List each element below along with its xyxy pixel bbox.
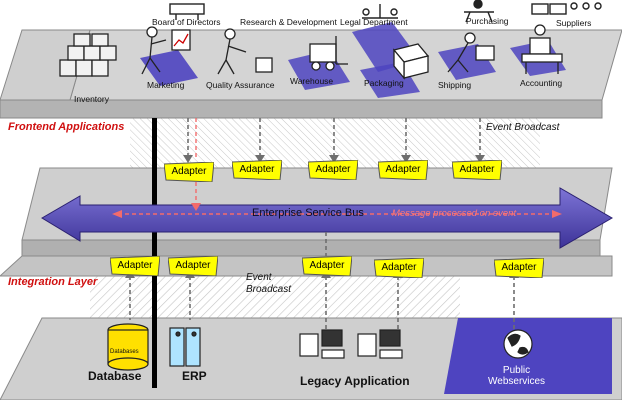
dept-inventory: Inventory xyxy=(74,94,109,104)
frontend-arrow-heads xyxy=(183,155,485,163)
legal-icon xyxy=(362,4,398,19)
dept-legal: Legal Department xyxy=(340,17,408,27)
suppliers-icon xyxy=(531,2,602,15)
connector-line xyxy=(152,118,157,388)
packaging-icon xyxy=(392,43,430,80)
bus-title: Enterprise Service Bus xyxy=(252,207,364,219)
dept-purchasing: Purchasing xyxy=(466,16,509,26)
top-icons xyxy=(169,0,602,23)
adapter-front-4: Adapter xyxy=(378,160,428,180)
adapter-int-5: Adapter xyxy=(494,258,544,278)
adapter-front-5: Adapter xyxy=(452,160,502,180)
board-icon xyxy=(169,3,205,20)
quality-assurance-icon xyxy=(217,28,273,75)
dept-warehouse: Warehouse xyxy=(290,76,334,86)
legacy-application-label: Legacy Application xyxy=(300,374,410,388)
integration-shadow xyxy=(90,276,460,318)
database-icon xyxy=(107,323,149,371)
legacy-computer-icon xyxy=(299,329,403,359)
message-arrow-head xyxy=(191,203,201,211)
event-broadcast-top: Event Broadcast xyxy=(486,122,560,133)
backend-arrows xyxy=(129,232,515,332)
frontend-shadow xyxy=(130,118,540,168)
database-cylinder-label: Databases xyxy=(110,349,139,355)
adapter-front-1: Adapter xyxy=(164,162,214,182)
dept-packaging: Packaging xyxy=(364,78,404,88)
inventory-icon xyxy=(59,33,117,77)
dept-board-of-directors: Board of Directors xyxy=(152,17,221,27)
backend-icons xyxy=(107,323,533,371)
adapter-int-2: Adapter xyxy=(168,256,218,276)
public-webservices-label: Public Webservices xyxy=(488,365,546,387)
dept-marketing: Marketing xyxy=(147,80,185,90)
adapter-int-4: Adapter xyxy=(374,258,424,278)
adapter-front-2: Adapter xyxy=(232,160,282,180)
bus-note: Message processed on event xyxy=(392,208,517,219)
database-label: Database xyxy=(88,369,142,383)
service-bus-arrow xyxy=(41,187,614,249)
shipping-icon xyxy=(447,32,495,73)
integration-layer-label: Integration Layer xyxy=(8,276,98,288)
dept-research-development: Research & Development xyxy=(240,17,337,27)
marketing-icon xyxy=(141,26,191,75)
dept-accounting: Accounting xyxy=(520,78,563,88)
erp-icon xyxy=(169,327,201,367)
globe-icon xyxy=(503,329,533,359)
adapter-front-3: Adapter xyxy=(308,160,358,180)
dept-suppliers: Suppliers xyxy=(556,18,592,28)
dept-quality-assurance: Quality Assurance xyxy=(206,80,275,90)
warehouse-icon xyxy=(309,36,348,71)
adapter-int-3: Adapter xyxy=(302,256,352,276)
erp-label: ERP xyxy=(182,369,207,383)
front-icons xyxy=(59,24,563,80)
adapter-int-1: Adapter xyxy=(110,256,160,276)
accounting-icon xyxy=(521,24,563,74)
event-broadcast-bottom: Event Broadcast xyxy=(246,272,292,295)
frontend-layer-label: Frontend Applications xyxy=(8,121,125,133)
dept-shipping: Shipping xyxy=(438,80,472,90)
purchasing-icon xyxy=(464,0,494,23)
